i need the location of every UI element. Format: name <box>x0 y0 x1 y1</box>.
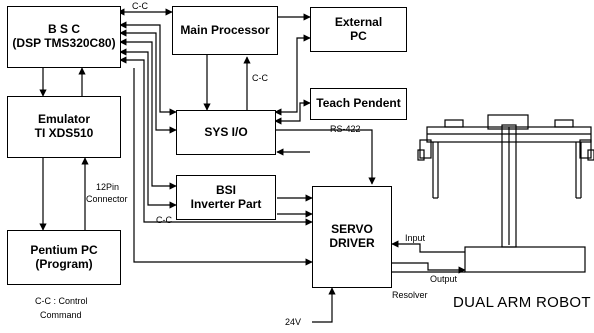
robot-head <box>487 114 529 130</box>
cc-label-top: C-C <box>132 1 148 11</box>
pentium-pc-block: Pentium PC (Program) <box>7 230 121 285</box>
bsc-block: B S C (DSP TMS320C80) <box>7 6 121 68</box>
external-pc-line1: External <box>334 14 383 29</box>
pentium-line1: Pentium PC <box>30 242 98 257</box>
servo-line2: DRIVER <box>329 236 375 250</box>
external-pc-line2: PC <box>350 28 367 43</box>
sysio-servo-link <box>275 129 376 185</box>
robot-base <box>464 246 586 273</box>
cc-label-bsi: C-C <box>156 215 172 225</box>
pin12-label: 12Pin <box>96 182 120 192</box>
bsi-line1: BSI <box>215 182 236 197</box>
sys-io-block: SYS I/O <box>176 110 276 155</box>
dual-arm-robot-drawing <box>417 114 594 273</box>
v24-servo-link <box>312 287 336 323</box>
resolver-label: Resolver <box>392 290 428 300</box>
teach-pendent-label: Teach Pendent <box>316 96 401 111</box>
emulator-line1: Emulator <box>37 112 90 127</box>
main-processor-label: Main Processor <box>180 22 270 37</box>
right-wrist <box>579 139 592 159</box>
bsc-bus-4 <box>119 48 177 209</box>
robot-column <box>501 124 517 248</box>
input-label: Input <box>405 233 426 243</box>
bsi-line2: Inverter Part <box>190 196 262 211</box>
left-wrist <box>419 139 432 159</box>
bsc-title: B S C <box>47 22 80 37</box>
servo-robot-output <box>392 262 466 274</box>
bsc-subtitle: (DSP TMS320C80) <box>12 36 116 50</box>
emulator-block: Emulator TI XDS510 <box>7 96 121 158</box>
teach-pendent-block: Teach Pendent <box>310 88 407 120</box>
robot-servo-input <box>391 240 465 253</box>
emulator-line2: TI XDS510 <box>34 126 94 140</box>
sysio-extpc-link <box>274 34 311 116</box>
v24-label: 24V <box>285 317 302 327</box>
rs422-label: RS-422 <box>330 124 361 134</box>
servo-driver-block: SERVO DRIVER <box>312 186 392 288</box>
sys-io-label: SYS I/O <box>204 124 248 139</box>
legend-line2: Command <box>40 310 82 320</box>
connector-label: Connector <box>86 194 128 204</box>
cc-label-mid: C-C <box>252 73 268 83</box>
pentium-line2: (Program) <box>35 256 93 271</box>
external-pc-block: External PC <box>310 7 407 52</box>
main-processor-block: Main Processor <box>172 6 278 55</box>
bsc-bus-5 <box>119 56 313 226</box>
legend-line1: C-C : Control <box>35 296 88 306</box>
servo-line1: SERVO <box>331 222 373 237</box>
output-label: Output <box>430 274 458 284</box>
bsc-servo-link <box>133 68 313 266</box>
robot-title: DUAL ARM ROBOT <box>453 294 591 311</box>
bsi-inverter-block: BSI Inverter Part <box>176 175 276 220</box>
